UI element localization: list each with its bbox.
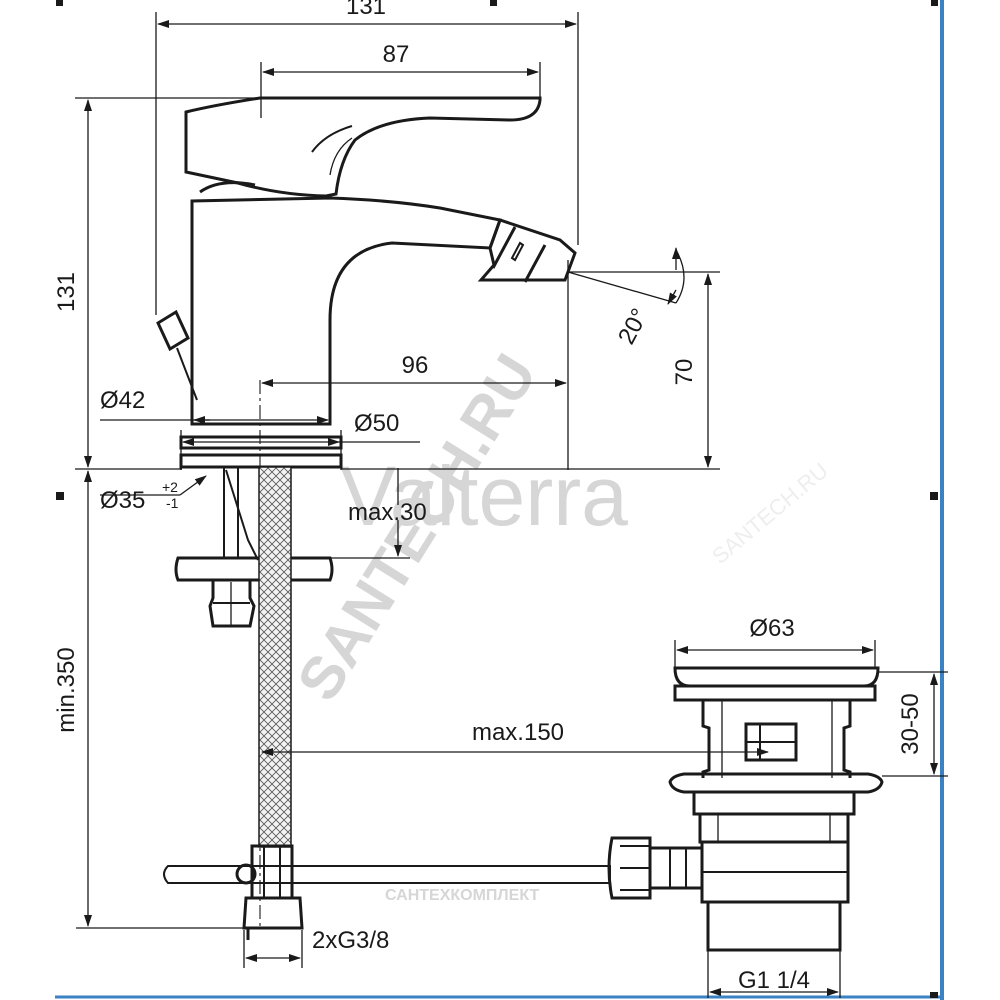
dim-handle-reach: 87 [383,41,410,68]
handle-marker-mr [930,492,938,500]
dim-total-width: 131 [346,0,386,20]
watermark-site-faint: SANTECH.RU [707,458,833,569]
handle-marker-tm [490,0,497,6]
dim-spout-reach: 96 [402,352,429,379]
dim-min-350: min.350 [53,647,80,732]
drain-assembly [607,666,884,952]
dim-spout-angle: 20° [613,304,654,349]
dimension-lines [75,12,948,998]
watermark-brand: Valterra [340,449,628,543]
dim-diam-42: Ø42 [100,387,145,414]
dim-thread-g114: G1 1/4 [738,967,810,994]
handle-marker-tr [931,0,938,6]
dim-tol-plus: +2 [162,479,178,495]
watermark-company: САНТЕХКОМПЛЕКТ [385,887,539,904]
dim-diam-63: Ø63 [749,615,794,642]
dim-max-150: max.150 [472,719,564,746]
dim-total-height: 131 [53,272,80,312]
dim-diam-35: Ø35 [100,487,145,514]
handle-marker-ml [56,492,64,500]
dim-thread-g38: 2xG3/8 [312,927,389,954]
dim-spout-height: 70 [671,359,698,386]
dim-max-30: max.30 [348,499,427,526]
handle-marker-tl [56,0,63,6]
handle-marker-br [930,992,938,998]
mounting-assembly [163,466,611,940]
dim-diam-50: Ø50 [354,410,399,437]
dim-tol-minus: -1 [166,495,179,511]
dim-range-30-50: 30-50 [897,693,924,754]
